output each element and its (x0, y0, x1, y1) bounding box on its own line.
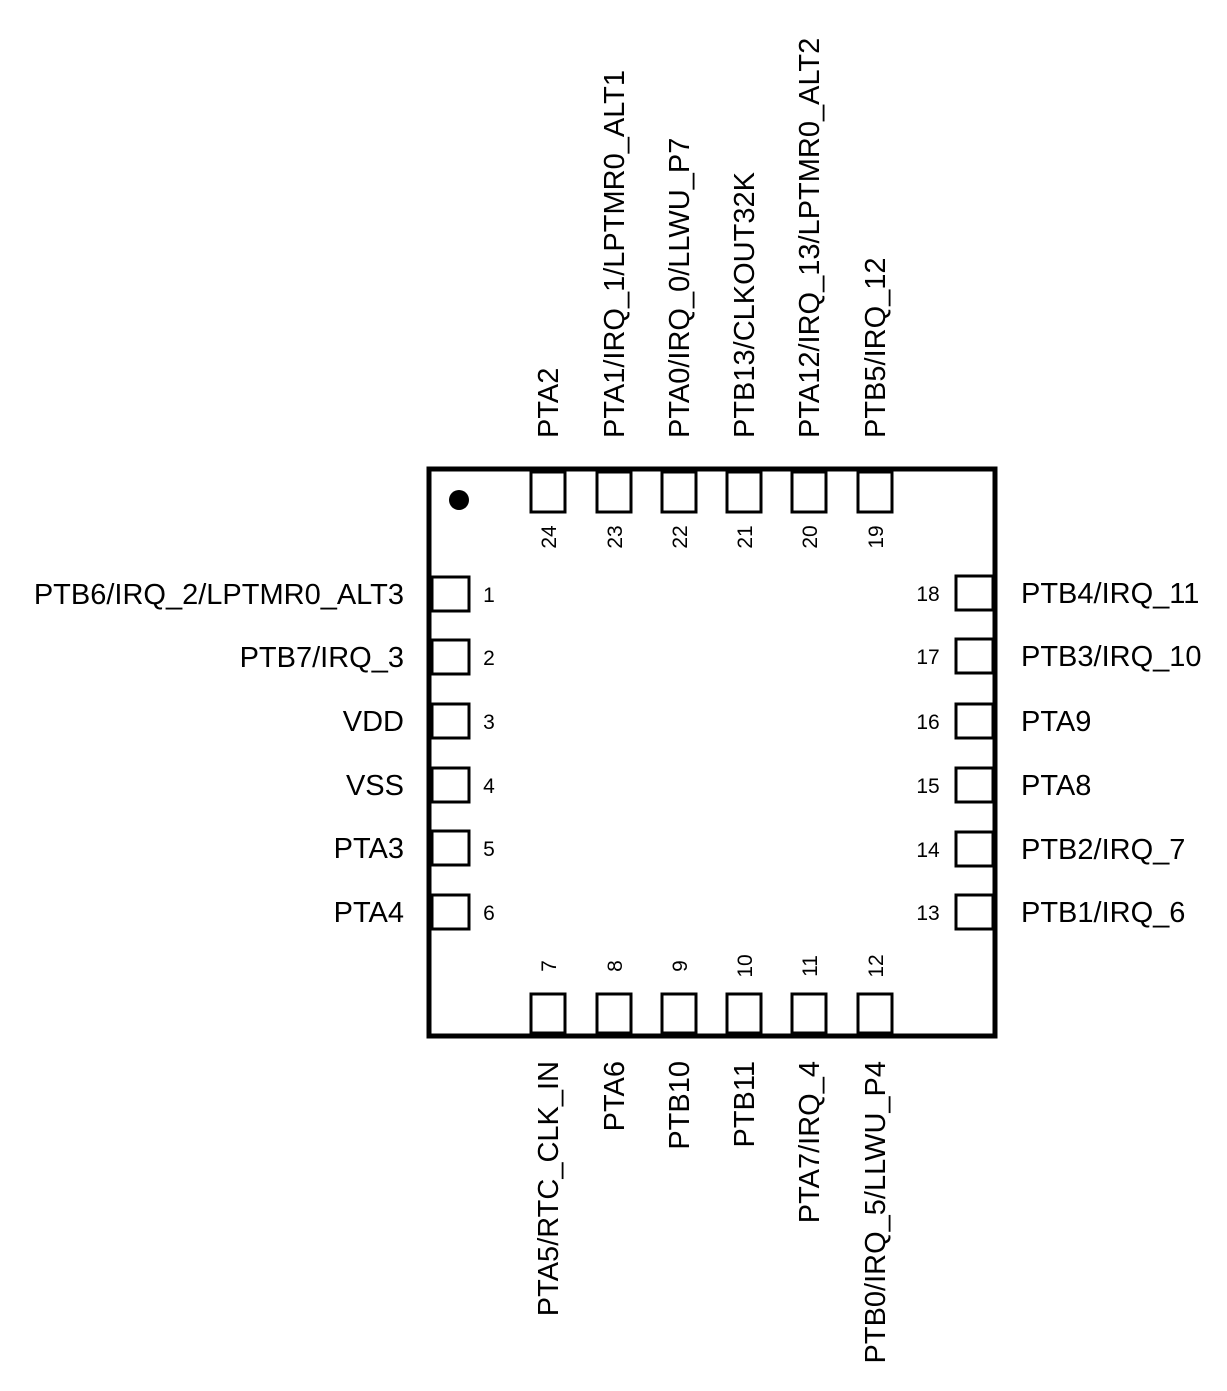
pin-2-number: 2 (483, 647, 495, 670)
pin-19-number: 19 (865, 525, 888, 548)
package-outline (426, 466, 998, 1039)
pin-8-pad (595, 992, 633, 1035)
pin-13-number: 13 (916, 902, 939, 925)
pin-4-number: 4 (483, 775, 495, 798)
pin-23-pad (595, 470, 633, 514)
pin-7-label: PTA5/RTC_CLK_IN (533, 1061, 565, 1316)
pin-1-dot (449, 490, 469, 510)
pin-18-label: PTB4/IRQ_11 (1021, 578, 1199, 610)
pin-16-label: PTA9 (1021, 706, 1091, 738)
pin-22-pad (660, 470, 698, 514)
pin-22-label: PTA0/IRQ_0/LLWU_P7 (664, 138, 696, 438)
pin-5-number: 5 (483, 838, 495, 861)
pin-16-pad (954, 702, 995, 740)
pin-20-number: 20 (799, 525, 822, 548)
pin-14-number: 14 (916, 839, 940, 862)
pin-21-pad (725, 470, 763, 514)
pin-15-label: PTA8 (1021, 770, 1091, 802)
pin-1-label: PTB6/IRQ_2/LPTMR0_ALT3 (34, 579, 404, 611)
pin-6-pad (430, 893, 471, 931)
pin-12-pad (856, 992, 894, 1035)
pin-23-label: PTA1/IRQ_1/LPTMR0_ALT1 (599, 70, 631, 438)
pin-11-label: PTA7/IRQ_4 (794, 1061, 826, 1223)
pin-1-pad (430, 575, 471, 613)
pin-10-label: PTB11 (729, 1061, 761, 1148)
pin-7-number: 7 (538, 960, 561, 972)
pin-10-number: 10 (734, 954, 757, 977)
pin-10-pad (725, 992, 763, 1035)
pin-8-label: PTA6 (599, 1061, 631, 1131)
pin-18-number: 18 (916, 583, 939, 606)
pin-17-pad (954, 637, 995, 675)
pin-12-number: 12 (865, 954, 888, 977)
pin-19-label: PTB5/IRQ_12 (860, 257, 892, 438)
pin-12-label: PTB0/IRQ_5/LLWU_P4 (860, 1061, 892, 1363)
pin-5-pad (430, 829, 471, 867)
pin-9-pad (660, 992, 698, 1035)
pin-18-pad (954, 574, 995, 612)
pin-15-number: 15 (916, 775, 939, 798)
pin-6-number: 6 (483, 902, 495, 925)
pin-11-pad (790, 992, 828, 1035)
pin-17-number: 17 (916, 646, 939, 669)
pin-9-number: 9 (669, 960, 692, 972)
pin-16-number: 16 (916, 711, 939, 734)
pin-17-label: PTB3/IRQ_10 (1021, 641, 1202, 673)
pin-21-number: 21 (734, 525, 757, 548)
pin-2-pad (430, 638, 471, 676)
pin-21-label: PTB13/CLKOUT32K (729, 171, 761, 438)
pin-3-number: 3 (483, 711, 495, 734)
pin-24-number: 24 (538, 525, 561, 549)
pin-11-number: 11 (799, 955, 822, 977)
pin-4-label: VSS (346, 770, 404, 802)
pin-20-pad (790, 470, 828, 514)
pin-22-number: 22 (669, 525, 692, 548)
pins-layer: 1 PTB6/IRQ_2/LPTMR0_ALT3 2 PTB7/IRQ_3 3 VDD 4 V… (34, 38, 1202, 1364)
pin-20-label: PTA12/IRQ_13/LPTMR0_ALT2 (794, 38, 826, 438)
pin-14-label: PTB2/IRQ_7 (1021, 834, 1185, 866)
pin-19-pad (856, 470, 894, 514)
pin-3-pad (430, 702, 471, 740)
pin-13-pad (954, 893, 995, 931)
pin-2-label: PTB7/IRQ_3 (240, 642, 404, 674)
pin-7-pad (529, 992, 567, 1035)
pin-9-label: PTB10 (664, 1061, 696, 1150)
pin-4-pad (430, 766, 471, 804)
pin-24-label: PTA2 (533, 368, 565, 438)
pin-13-label: PTB1/IRQ_6 (1021, 897, 1185, 929)
pin-14-pad (954, 830, 995, 868)
pin-23-number: 23 (604, 525, 627, 548)
pin-1-number: 1 (483, 584, 495, 607)
pin-24-pad (529, 470, 567, 514)
pin-5-label: PTA3 (334, 833, 404, 865)
pin-15-pad (954, 766, 995, 804)
pin-8-number: 8 (604, 960, 627, 972)
pin-3-label: VDD (343, 706, 404, 738)
pin-6-label: PTA4 (334, 897, 404, 929)
